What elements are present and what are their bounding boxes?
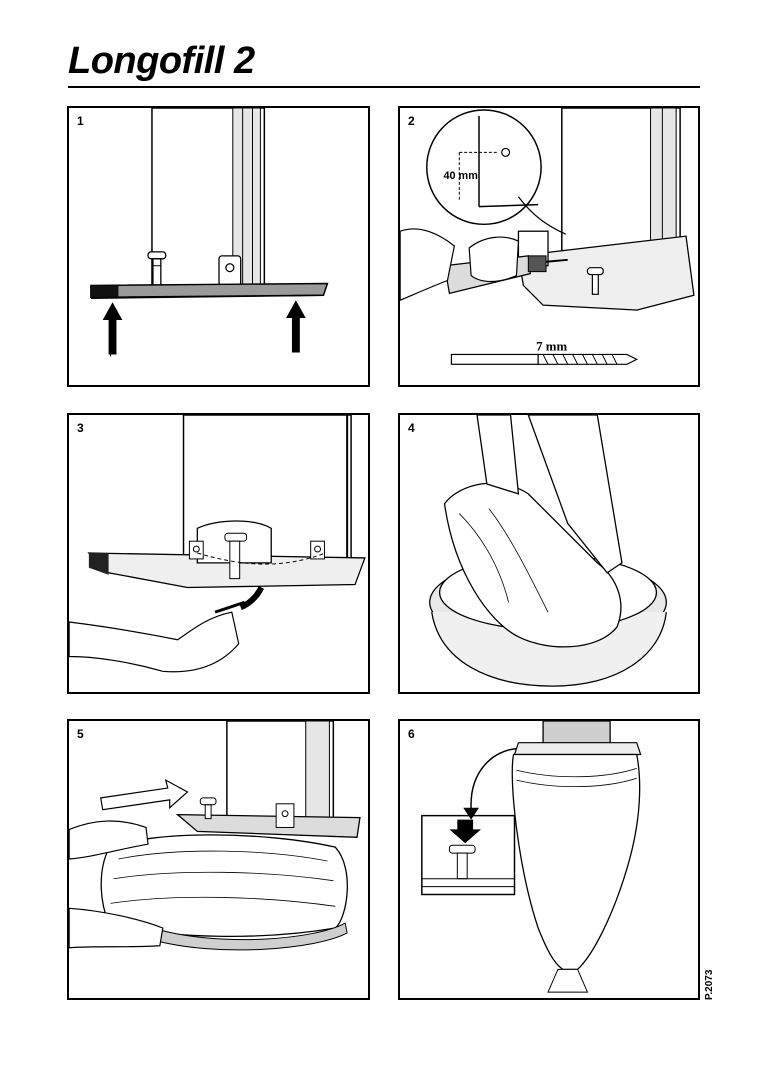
step-5-illustration: [69, 721, 361, 951]
step-1-panel: 1: [67, 106, 370, 387]
step-number: 6: [408, 727, 415, 741]
step-4-illustration: [429, 415, 667, 687]
drill-bit-label: 7 mm: [536, 339, 567, 353]
step-1-illustration: [90, 108, 329, 357]
callout-dimension-label: 40 mm: [444, 170, 478, 182]
step-3-illustration: [69, 415, 366, 673]
step-number: 5: [77, 727, 84, 741]
title-underline: [68, 86, 700, 88]
step-number: 4: [408, 421, 415, 435]
step-number: 1: [77, 114, 84, 128]
page-title: Longofill 2: [68, 40, 255, 82]
step-4-panel: 4: [398, 413, 700, 694]
step-5-panel: 5: [67, 719, 370, 1000]
step-number: 3: [77, 421, 84, 435]
step-6-panel: 6: [398, 719, 700, 1000]
step-3-panel: 3: [67, 413, 370, 694]
document-reference: P.2073: [704, 969, 715, 1000]
step-2-illustration: 40 mm 7 mm: [400, 108, 695, 365]
step-2-panel: 40 mm 7 mm 2: [398, 106, 700, 387]
step-6-illustration: [421, 721, 642, 993]
step-number: 2: [408, 114, 415, 128]
